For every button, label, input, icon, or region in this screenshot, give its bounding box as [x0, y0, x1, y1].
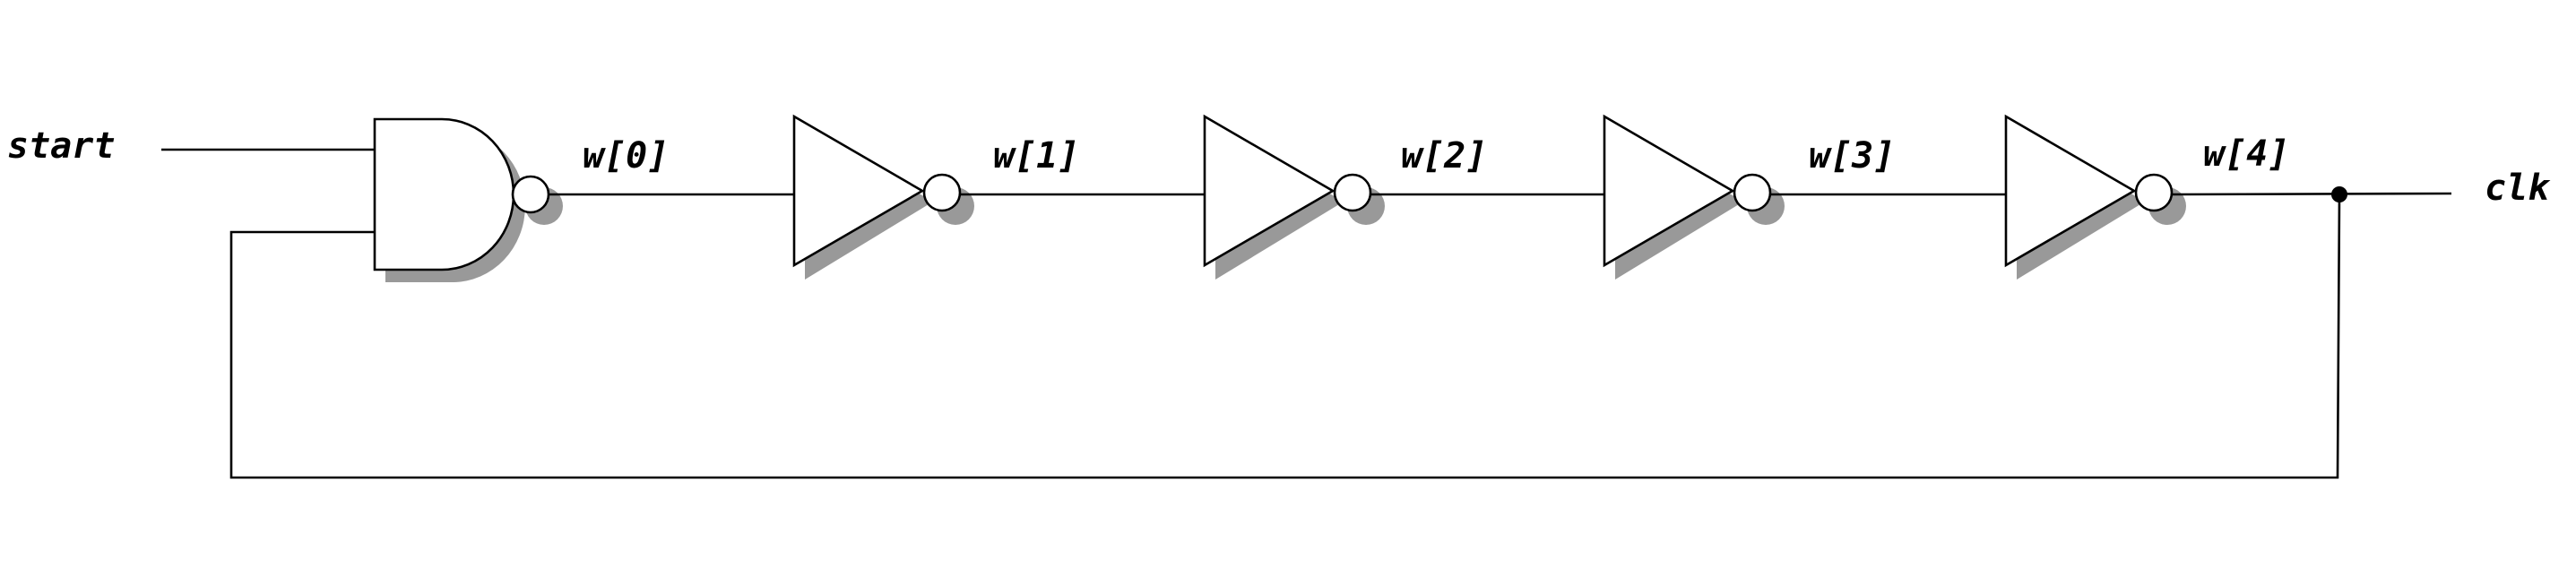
inverter-3-output-bubble: [1733, 173, 1772, 212]
inverter-1-output-bubble: [922, 173, 962, 212]
wire-label-w0: w[0]: [583, 135, 669, 177]
inverter-2: [1203, 114, 1385, 280]
inverter-3-body: [1603, 114, 1735, 268]
nand-gate-body: [373, 117, 515, 271]
wire-label-w2: w[2]: [1401, 135, 1487, 177]
inverter-3: [1603, 114, 1785, 280]
inverter-4-output-bubble: [2134, 173, 2174, 212]
wire-label-w4: w[4]: [2203, 133, 2289, 175]
inverter-1-body: [792, 114, 925, 268]
start-label: start: [7, 125, 115, 167]
wire-label-w3: w[3]: [1809, 135, 1895, 177]
inverter-4: [2004, 114, 2186, 280]
nand-output-bubble: [511, 175, 550, 214]
inverter-1: [792, 114, 974, 280]
inverter-4-body: [2004, 114, 2137, 268]
inverter-2-output-bubble: [1333, 173, 1372, 212]
clk-label: clk: [2485, 168, 2551, 209]
inverter-2-body: [1203, 114, 1336, 268]
junction-dot: [2331, 186, 2347, 202]
nand-gate: [373, 117, 563, 282]
wire-label-w1: w[1]: [993, 135, 1079, 177]
feedback-wire: [229, 194, 2341, 479]
